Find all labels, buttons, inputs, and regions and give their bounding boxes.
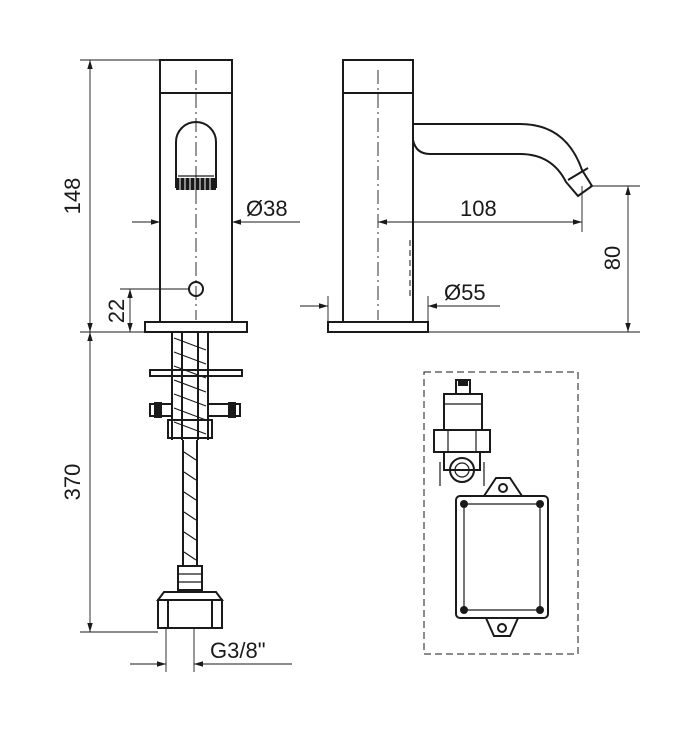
dim-spout-reach: 108: [378, 186, 583, 232]
side-view: 108 80 Ø55: [300, 59, 640, 333]
spout: [412, 123, 594, 198]
dim-body-diameter: Ø38: [132, 196, 300, 225]
dim-hose-length: 370: [60, 332, 158, 633]
accessories-box: [423, 371, 579, 655]
dim-total-height: 148: [60, 59, 160, 333]
dim-connection-thread: G3/8": [130, 628, 292, 672]
dim-spout-height: 80: [428, 185, 640, 333]
spout-height-label: 80: [600, 246, 625, 270]
front-view: 148 Ø38 22 370 G3/8": [60, 59, 300, 672]
dim-base-diameter: Ø55: [300, 280, 500, 322]
control-box: [455, 477, 549, 637]
dim-sensor-height: 22: [104, 288, 189, 332]
mounting-shank: [149, 332, 243, 440]
body-diameter-label: Ø38: [246, 196, 288, 221]
base-diameter-label: Ø55: [444, 280, 486, 305]
connection-thread-label: G3/8": [210, 638, 266, 663]
hose-length-label: 370: [60, 464, 85, 501]
solenoid-valve: [433, 379, 491, 486]
total-height-label: 148: [60, 178, 85, 215]
flexible-hose: [177, 440, 203, 591]
connection-nut: [156, 591, 224, 629]
spout-reach-label: 108: [460, 196, 497, 221]
sensor-height-label: 22: [104, 299, 129, 323]
